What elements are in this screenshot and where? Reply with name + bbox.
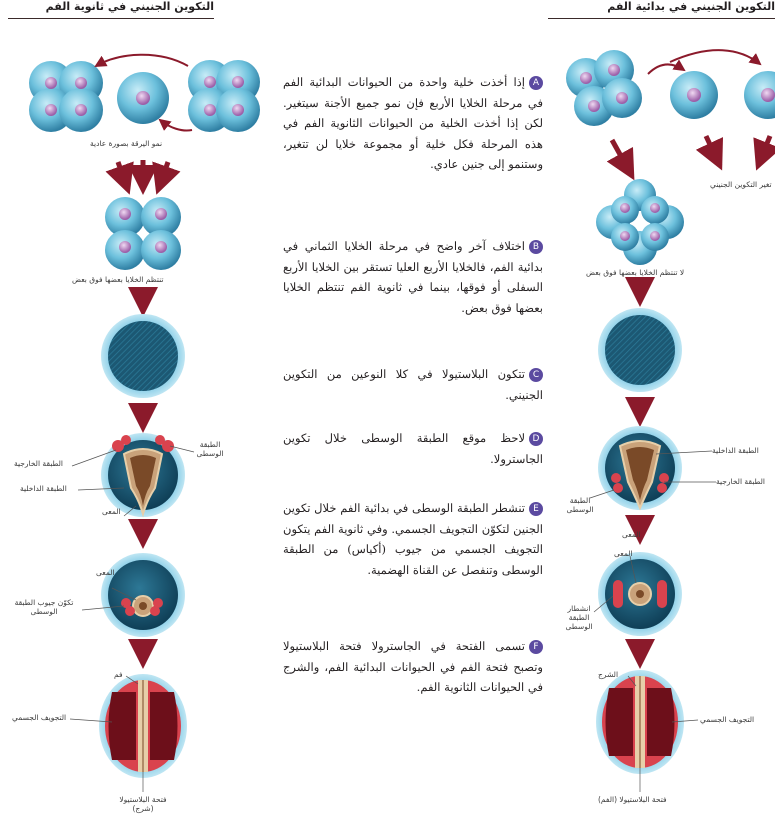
paragraph-b-text: اختلاف آخر واضح في مرحلة الخلايا الثماني… [283, 239, 543, 315]
label-left-mesoderm: الطبقة الوسطى [188, 440, 232, 458]
label-left-ectoderm: الطبقة الخارجية [14, 459, 63, 468]
label-stacked: تنتظم الخلايا بعضها فوق بعض [72, 275, 163, 284]
badge-d: D [529, 432, 543, 446]
left-single-cell [117, 72, 169, 124]
label-mouth: فم [114, 670, 123, 679]
right-down-arrows-1 [612, 136, 770, 176]
left-blastula [101, 314, 185, 398]
badge-e: E [529, 502, 543, 516]
label-left-gut-2: المعى [96, 568, 115, 577]
right-four-cell [566, 50, 642, 126]
badge-c: C [529, 368, 543, 382]
label-right-endoderm: الطبقة الداخلية [712, 446, 759, 455]
label-change: تغير التكوين الجنيني [710, 180, 772, 189]
left-four-cell-2 [188, 60, 260, 132]
badge-b: B [529, 240, 543, 254]
right-mesoderm-split [598, 552, 682, 636]
left-curved-arrow-bottom [160, 120, 192, 131]
right-eight-cell [596, 179, 684, 265]
badge-a: A [529, 76, 543, 90]
badge-f: F [529, 640, 543, 654]
paragraph-a: Aإذا أخذت خلية واحدة من الحيوانات البدائ… [283, 72, 543, 175]
label-right-gut-1: المعى [622, 530, 641, 539]
right-gastrula [598, 426, 682, 510]
paragraph-c-text: تتكون البلاستيولا في كلا النوعين من التك… [283, 367, 543, 402]
left-gastrula [101, 433, 185, 517]
left-coelom-pouch [101, 553, 185, 637]
label-anus: الشرج [598, 670, 618, 679]
right-single-cell-2 [744, 71, 775, 119]
paragraph-a-text: إذا أخذت خلية واحدة من الحيوانات البدائي… [283, 75, 543, 171]
label-right-coelom: التجويف الجسمي [700, 715, 754, 724]
paragraph-d: Dلاحظ موقع الطبقة الوسطى خلال تكوين الجا… [283, 428, 543, 469]
label-right-mesoderm: الطبقة الوسطى [560, 496, 600, 514]
left-down-arrows-1 [118, 160, 168, 190]
paragraph-c: Cتتكون البلاستيولا في كلا النوعين من الت… [283, 364, 543, 405]
label-not-stacked: لا تنتظم الخلايا بعضها فوق بعض [586, 268, 684, 277]
label-right-gut-2: المعى [614, 549, 633, 558]
right-coelom [596, 670, 684, 774]
label-pouches: تكوّن جيوب الطبقة الوسطى [4, 598, 84, 616]
paragraph-b: Bاختلاف آخر واضح في مرحلة الخلايا الثمان… [283, 236, 543, 318]
label-left-endoderm: الطبقة الداخلية [20, 484, 67, 493]
paragraph-e-text: تنشطر الطبقة الوسطى في بدائية الفم خلال … [283, 501, 543, 577]
label-left-blastopore: فتحة البلاستيولا (شرج) [108, 795, 178, 813]
left-curved-arrow-top [96, 55, 188, 66]
label-normal-growth: نمو اليرقة بصورة عادية [90, 139, 162, 148]
label-left-gut-1: المعى [102, 507, 121, 516]
right-curved-arrow-1 [648, 64, 684, 74]
label-right-blastopore: فتحة البلاستيولا (الفم) [598, 795, 667, 804]
left-eight-cell [105, 197, 181, 270]
right-single-cell [670, 71, 718, 119]
paragraph-d-text: لاحظ موقع الطبقة الوسطى خلال تكوين الجاس… [283, 431, 543, 466]
right-curved-arrow-2 [670, 50, 760, 64]
paragraph-f-text: تسمى الفتحة في الجاسترولا فتحة البلاستيو… [283, 639, 543, 694]
label-split: انشطار الطبقة الوسطى [560, 604, 598, 631]
right-blastula [598, 308, 682, 392]
label-left-coelom: التجويف الجسمي [12, 713, 66, 722]
paragraph-e: Eتنشطر الطبقة الوسطى في بدائية الفم خلال… [283, 498, 543, 580]
paragraph-f: Fتسمى الفتحة في الجاسترولا فتحة البلاستي… [283, 636, 543, 698]
left-four-cell-1 [29, 61, 103, 132]
left-coelom [99, 674, 187, 778]
label-right-ectoderm: الطبقة الخارجية [716, 477, 765, 486]
